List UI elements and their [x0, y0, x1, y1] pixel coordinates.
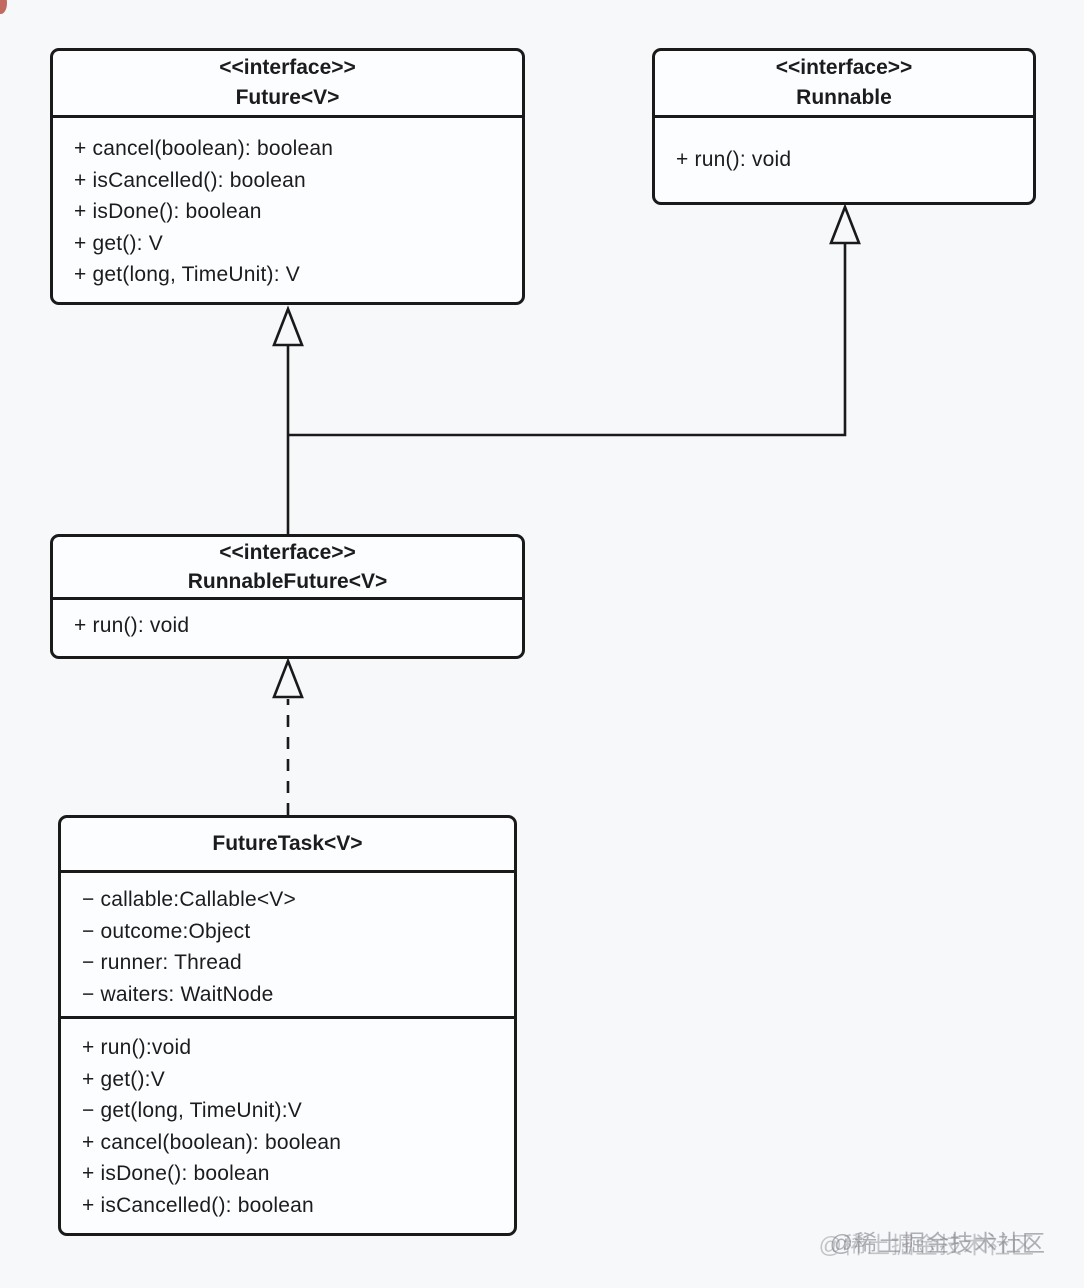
- watermark-text: @稀土掘金技术社区: [829, 1230, 1046, 1256]
- generalization-runnablefuture-to-future: [272, 305, 304, 534]
- attribute-item: − waiters: WaitNode: [82, 982, 274, 1006]
- method-item: + isCancelled(): boolean: [74, 168, 306, 192]
- method-item: + get(long, TimeUnit): V: [74, 263, 300, 286]
- attributes-section-future-task: − callable:Callable<V> − outcome:Object …: [61, 873, 514, 1019]
- class-box-runnable-future: <<interface>> RunnableFuture<V> + run():…: [50, 534, 525, 659]
- class-name: Runnable: [796, 86, 892, 109]
- class-box-runnable: <<interface>> Runnable + run(): void: [652, 48, 1036, 205]
- hollow-triangle-arrowhead-icon: [272, 657, 304, 699]
- methods-section-runnable: + run(): void: [655, 118, 1033, 176]
- class-name: RunnableFuture<V>: [187, 570, 388, 593]
- method-item: + isCancelled(): boolean: [82, 1193, 314, 1217]
- attribute-item: − outcome:Object: [82, 919, 251, 943]
- class-header-future: <<interface>> Future<V>: [53, 51, 522, 118]
- method-item: + get():V: [82, 1067, 165, 1091]
- corner-artifact-mark: [0, 0, 7, 14]
- realization-futuretask-to-runnablefuture: [272, 657, 304, 815]
- hollow-triangle-arrowhead-icon: [272, 305, 304, 347]
- stereotype-label: <<interface>>: [219, 56, 356, 79]
- method-item: + run():void: [82, 1036, 192, 1059]
- method-item: + get(): V: [74, 231, 163, 255]
- class-header-runnable: <<interface>> Runnable: [655, 51, 1033, 118]
- methods-section-future-task: + run():void + get():V − get(long, TimeU…: [61, 1019, 514, 1221]
- stereotype-label: <<interface>>: [775, 56, 913, 79]
- method-item: + isDone(): boolean: [82, 1162, 270, 1185]
- method-item: − get(long, TimeUnit):V: [82, 1099, 302, 1122]
- method-item: + isDone(): boolean: [74, 200, 262, 223]
- method-item: + cancel(boolean): boolean: [74, 137, 334, 160]
- stereotype-label: <<interface>>: [219, 541, 356, 564]
- attribute-item: − runner: Thread: [82, 951, 242, 974]
- class-name: FutureTask<V>: [212, 832, 363, 855]
- class-box-future-task: FutureTask<V> − callable:Callable<V> − o…: [58, 815, 517, 1236]
- hollow-triangle-arrowhead-icon: [829, 203, 861, 245]
- methods-section-runnable-future: + run(): void: [53, 600, 522, 642]
- methods-section-future: + cancel(boolean): boolean + isCancelled…: [53, 118, 522, 291]
- class-box-future: <<interface>> Future<V> + cancel(boolean…: [50, 48, 525, 305]
- attribute-item: − callable:Callable<V>: [82, 888, 296, 911]
- class-header-runnable-future: <<interface>> RunnableFuture<V>: [53, 537, 522, 600]
- class-name: Future<V>: [235, 86, 340, 109]
- method-item: + run(): void: [74, 614, 190, 637]
- class-header-future-task: FutureTask<V>: [61, 818, 514, 873]
- method-item: + cancel(boolean): boolean: [82, 1130, 342, 1154]
- method-item: + run(): void: [676, 148, 792, 171]
- generalization-runnablefuture-to-runnable: [288, 203, 861, 437]
